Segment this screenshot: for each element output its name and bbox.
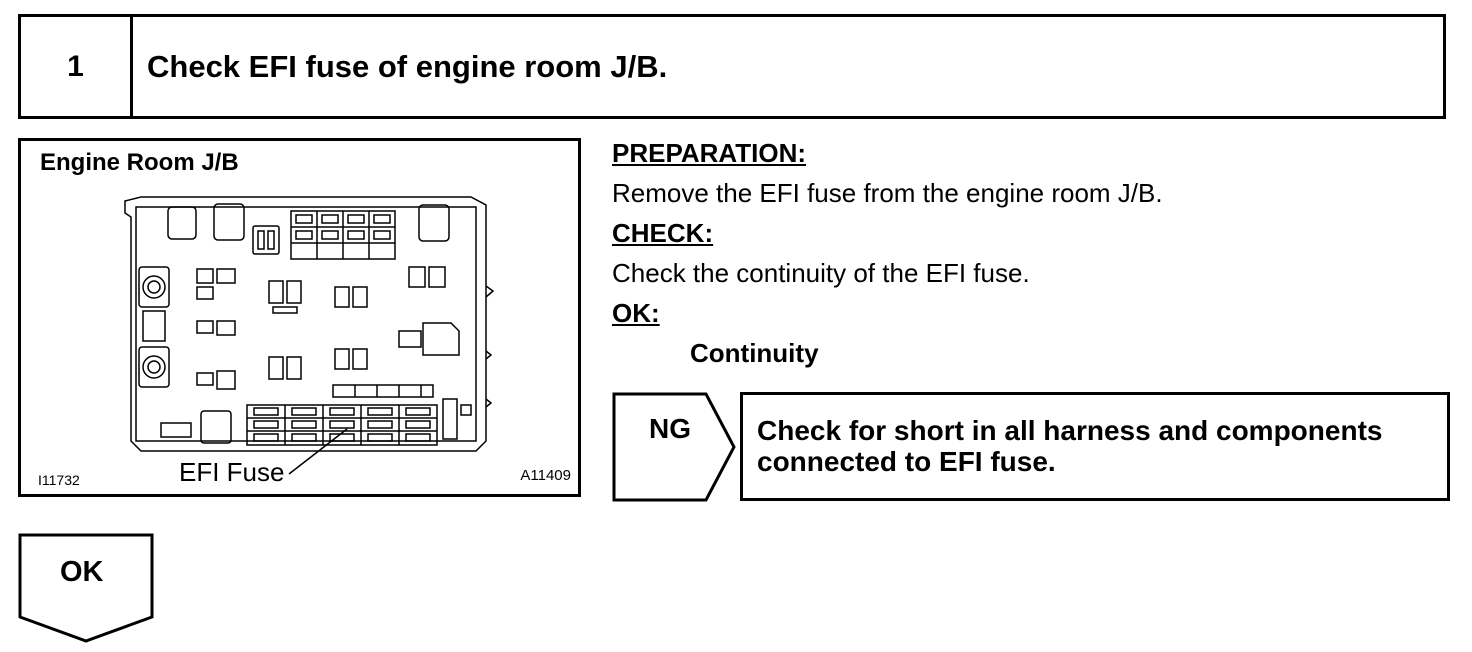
ng-action-text: Check for short in all harness and compo… <box>757 415 1382 477</box>
preparation-heading: PREPARATION: <box>612 138 807 168</box>
ng-action-line1: Check for short in all harness and compo… <box>757 415 1383 446</box>
ok-label: OK <box>60 556 104 588</box>
junction-box-diagram <box>124 196 495 475</box>
figure-id-left: I11732 <box>38 472 80 488</box>
ng-arrow-tag <box>612 392 736 502</box>
ok-value: Continuity <box>690 338 819 368</box>
efi-fuse-callout: EFI Fuse <box>179 457 285 487</box>
ok-arrow-tag <box>18 533 154 643</box>
ok-heading: OK: <box>612 298 660 328</box>
check-text: Check the continuity of the EFI fuse. <box>612 258 1030 288</box>
step-title: Check EFI fuse of engine room J/B. <box>147 48 668 84</box>
figure-id-right: A11409 <box>520 467 571 484</box>
preparation-text: Remove the EFI fuse from the engine room… <box>612 178 1163 208</box>
figure-title: Engine Room J/B <box>40 149 239 176</box>
step-number: 1 <box>21 17 133 116</box>
ng-action-line2: connected to EFI fuse. <box>757 446 1056 477</box>
junction-box-figure: Engine Room J/B <box>18 138 581 497</box>
check-heading: CHECK: <box>612 218 714 248</box>
ng-label: NG <box>649 413 691 444</box>
step-header: 1 Check EFI fuse of engine room J/B. <box>18 14 1446 119</box>
ng-action-box: Check for short in all harness and compo… <box>740 392 1450 501</box>
